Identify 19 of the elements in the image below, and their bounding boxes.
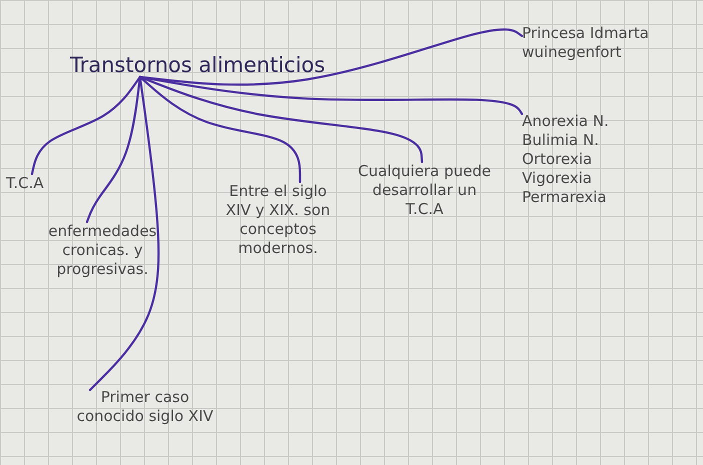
note-text: Ortorexia bbox=[522, 150, 594, 169]
branch-line bbox=[138, 76, 302, 184]
note-text: Permarexia bbox=[522, 188, 608, 207]
note-text: Anorexia N. bbox=[522, 112, 610, 131]
note-text: T.C.A bbox=[6, 174, 45, 193]
note-text: Entre el siglo XIV y XIX. son conceptos modernos. bbox=[224, 182, 332, 258]
branch-line bbox=[138, 76, 524, 116]
topic-title: Transtornos alimenticios bbox=[70, 56, 326, 75]
branch-line bbox=[138, 28, 524, 86]
branch-line bbox=[86, 76, 142, 224]
note-text: Cualquiera puede desarrollar un T.C.A bbox=[357, 162, 492, 219]
note-text: enfermedades cronicas. y progresivas. bbox=[47, 222, 158, 279]
branch-line bbox=[138, 76, 424, 164]
note-text: Bulimia N. bbox=[522, 131, 600, 150]
note-text: Vigorexia bbox=[522, 169, 593, 188]
note-text: Primer caso conocido siglo XIV bbox=[76, 388, 214, 426]
branch-line bbox=[88, 76, 160, 392]
branch-line bbox=[30, 76, 142, 176]
note-text: Princesa Idmarta wuinegenfort bbox=[522, 24, 650, 62]
